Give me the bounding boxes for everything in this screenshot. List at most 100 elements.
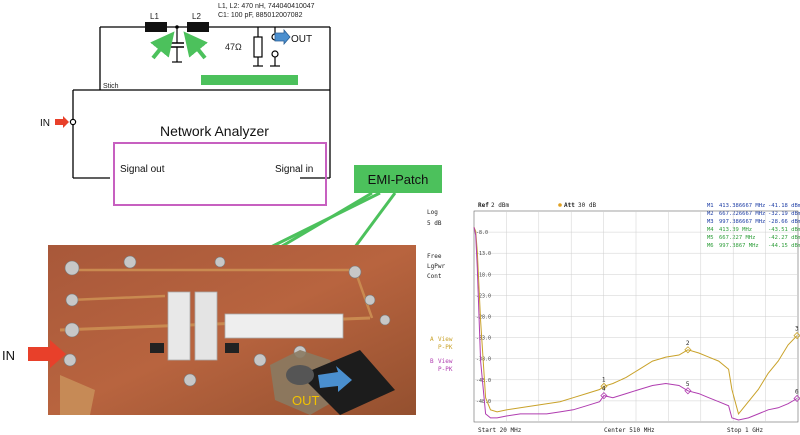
marker-diamond	[684, 387, 692, 395]
marker-id: M5	[707, 235, 714, 241]
copper-area	[60, 375, 95, 415]
y-tick-label: -43.0	[476, 378, 491, 384]
marker-level: -42.27 dBm	[768, 235, 800, 241]
div-label: 5 dB	[427, 220, 442, 227]
photo-in-label: IN	[2, 348, 15, 363]
trace-b-view: View	[438, 358, 453, 365]
smd-component-1	[150, 343, 164, 353]
green-arrow-l2	[183, 31, 208, 60]
trace-b-mode: P-PK	[438, 366, 453, 373]
network-analyzer-box	[113, 142, 327, 206]
analyzer-screen	[424, 197, 800, 435]
att-label: Att	[564, 202, 575, 209]
l2-label: L2	[192, 12, 201, 21]
resistor-label: 47Ω	[225, 42, 242, 52]
trace-a-view: View	[438, 336, 453, 343]
log-label: Log	[427, 209, 438, 216]
trace-line-b	[473, 227, 798, 421]
marker-level: -28.66 dBm	[768, 219, 800, 225]
marker-level: -41.18 dBm	[768, 203, 800, 209]
in-label: IN	[40, 118, 50, 129]
spectrum-analyzer: Ref 2 dBm Att 30 dB Log 5 dB Free LgPwr …	[424, 197, 800, 435]
l1-label: L1	[150, 12, 159, 21]
att-indicator-icon	[558, 203, 562, 207]
y-tick-labels: -8.0-13.0-18.0-23.0-28.0-33.0-38.0-43.0-…	[476, 230, 491, 405]
y-tick-label: -33.0	[476, 336, 491, 342]
green-patch-bar	[201, 75, 298, 85]
pcb-photo: OUT	[48, 245, 416, 415]
in-terminal	[69, 118, 77, 126]
marker-tag-label: 2	[686, 340, 690, 347]
marker-id: M4	[707, 227, 714, 233]
trace-line-a	[473, 227, 798, 415]
ref-label: Ref	[478, 202, 489, 209]
y-tick-label: -18.0	[476, 272, 491, 278]
emi-patch-3	[224, 313, 344, 339]
ref-value: 2 dBm	[491, 202, 509, 209]
free-label: Free	[427, 253, 442, 260]
marker-freq: 997.3867 MHz	[719, 243, 759, 249]
inductor-l1	[145, 22, 167, 32]
emi-patch-label: EMI-Patch	[368, 172, 429, 187]
component-note-2: C1: 100 pF, 885012007082	[218, 12, 303, 19]
marker-level: -44.15 dBm	[768, 243, 800, 249]
y-tick-label: -23.0	[476, 293, 491, 299]
y-tick-label: -13.0	[476, 251, 491, 257]
photo-in-arrow-icon	[28, 340, 66, 368]
stop-freq: Stop 1 GHz	[727, 427, 764, 434]
marker-tag-label: 1	[602, 376, 606, 383]
trace-a-label: A	[430, 336, 434, 343]
marker-freq: 413.386667 MHz	[719, 203, 765, 209]
att-value: 30 dB	[578, 202, 596, 209]
marker-freq: 997.386667 MHz	[719, 219, 765, 225]
trace-a-mode: P-PK	[438, 344, 453, 351]
marker-freq: 667.226667 MHz	[719, 211, 765, 217]
marker-diamond	[684, 346, 692, 354]
signal-in-label: Signal in	[275, 164, 313, 175]
marker-id: M2	[707, 211, 714, 217]
cont-label: Cont	[427, 273, 442, 280]
marker-tag-label: 6	[795, 388, 799, 395]
marker-tag-label: 3	[795, 326, 799, 333]
marker-diamond	[600, 382, 608, 390]
in-arrow-icon	[55, 116, 69, 128]
lgpwr-label: LgPwr	[427, 263, 445, 270]
emi-patch-2	[194, 291, 218, 361]
marker-diamond	[793, 332, 800, 340]
center-freq: Center 510 MHz	[604, 427, 655, 434]
smd-component-2	[225, 343, 239, 353]
y-tick-label: -28.0	[476, 315, 491, 321]
trace-b-label: B	[430, 358, 434, 365]
photo-out-arrow-icon	[318, 366, 352, 392]
y-tick-label: -8.0	[476, 230, 488, 236]
analyzer-title: Network Analyzer	[160, 123, 269, 139]
signal-out-label: Signal out	[120, 164, 165, 175]
marker-diamond	[600, 392, 608, 400]
inductor-l2	[187, 22, 209, 32]
marker-freq: 667.227 MHz	[719, 235, 755, 241]
marker-level: -32.19 dBm	[768, 211, 800, 217]
resistor-47-ohm	[253, 36, 263, 58]
emi-patch-badge	[354, 165, 442, 193]
out-label: OUT	[291, 34, 312, 45]
schematic: L1, L2: 470 nH, 744040410047 C1: 100 pF,…	[40, 3, 331, 206]
stich-label: Stich	[103, 83, 119, 90]
marker-id: M1	[707, 203, 714, 209]
out-arrow-icon	[274, 28, 291, 46]
green-arrow-l1	[150, 31, 175, 60]
marker-id: M6	[707, 243, 714, 249]
plot-traces	[473, 227, 798, 421]
plot-grid	[474, 211, 798, 422]
marker-tag-label: 5	[686, 381, 690, 388]
y-tick-label: -48.0	[476, 399, 491, 405]
component-note-1: L1, L2: 470 nH, 744040410047	[218, 3, 315, 10]
marker-level: -43.51 dBm	[768, 227, 800, 233]
pcb-trace-right	[353, 269, 374, 319]
marker-diamond	[793, 394, 800, 403]
photo-out-label: OUT	[292, 393, 320, 408]
marker-id: M3	[707, 219, 714, 225]
emi-patch-1	[167, 291, 191, 361]
